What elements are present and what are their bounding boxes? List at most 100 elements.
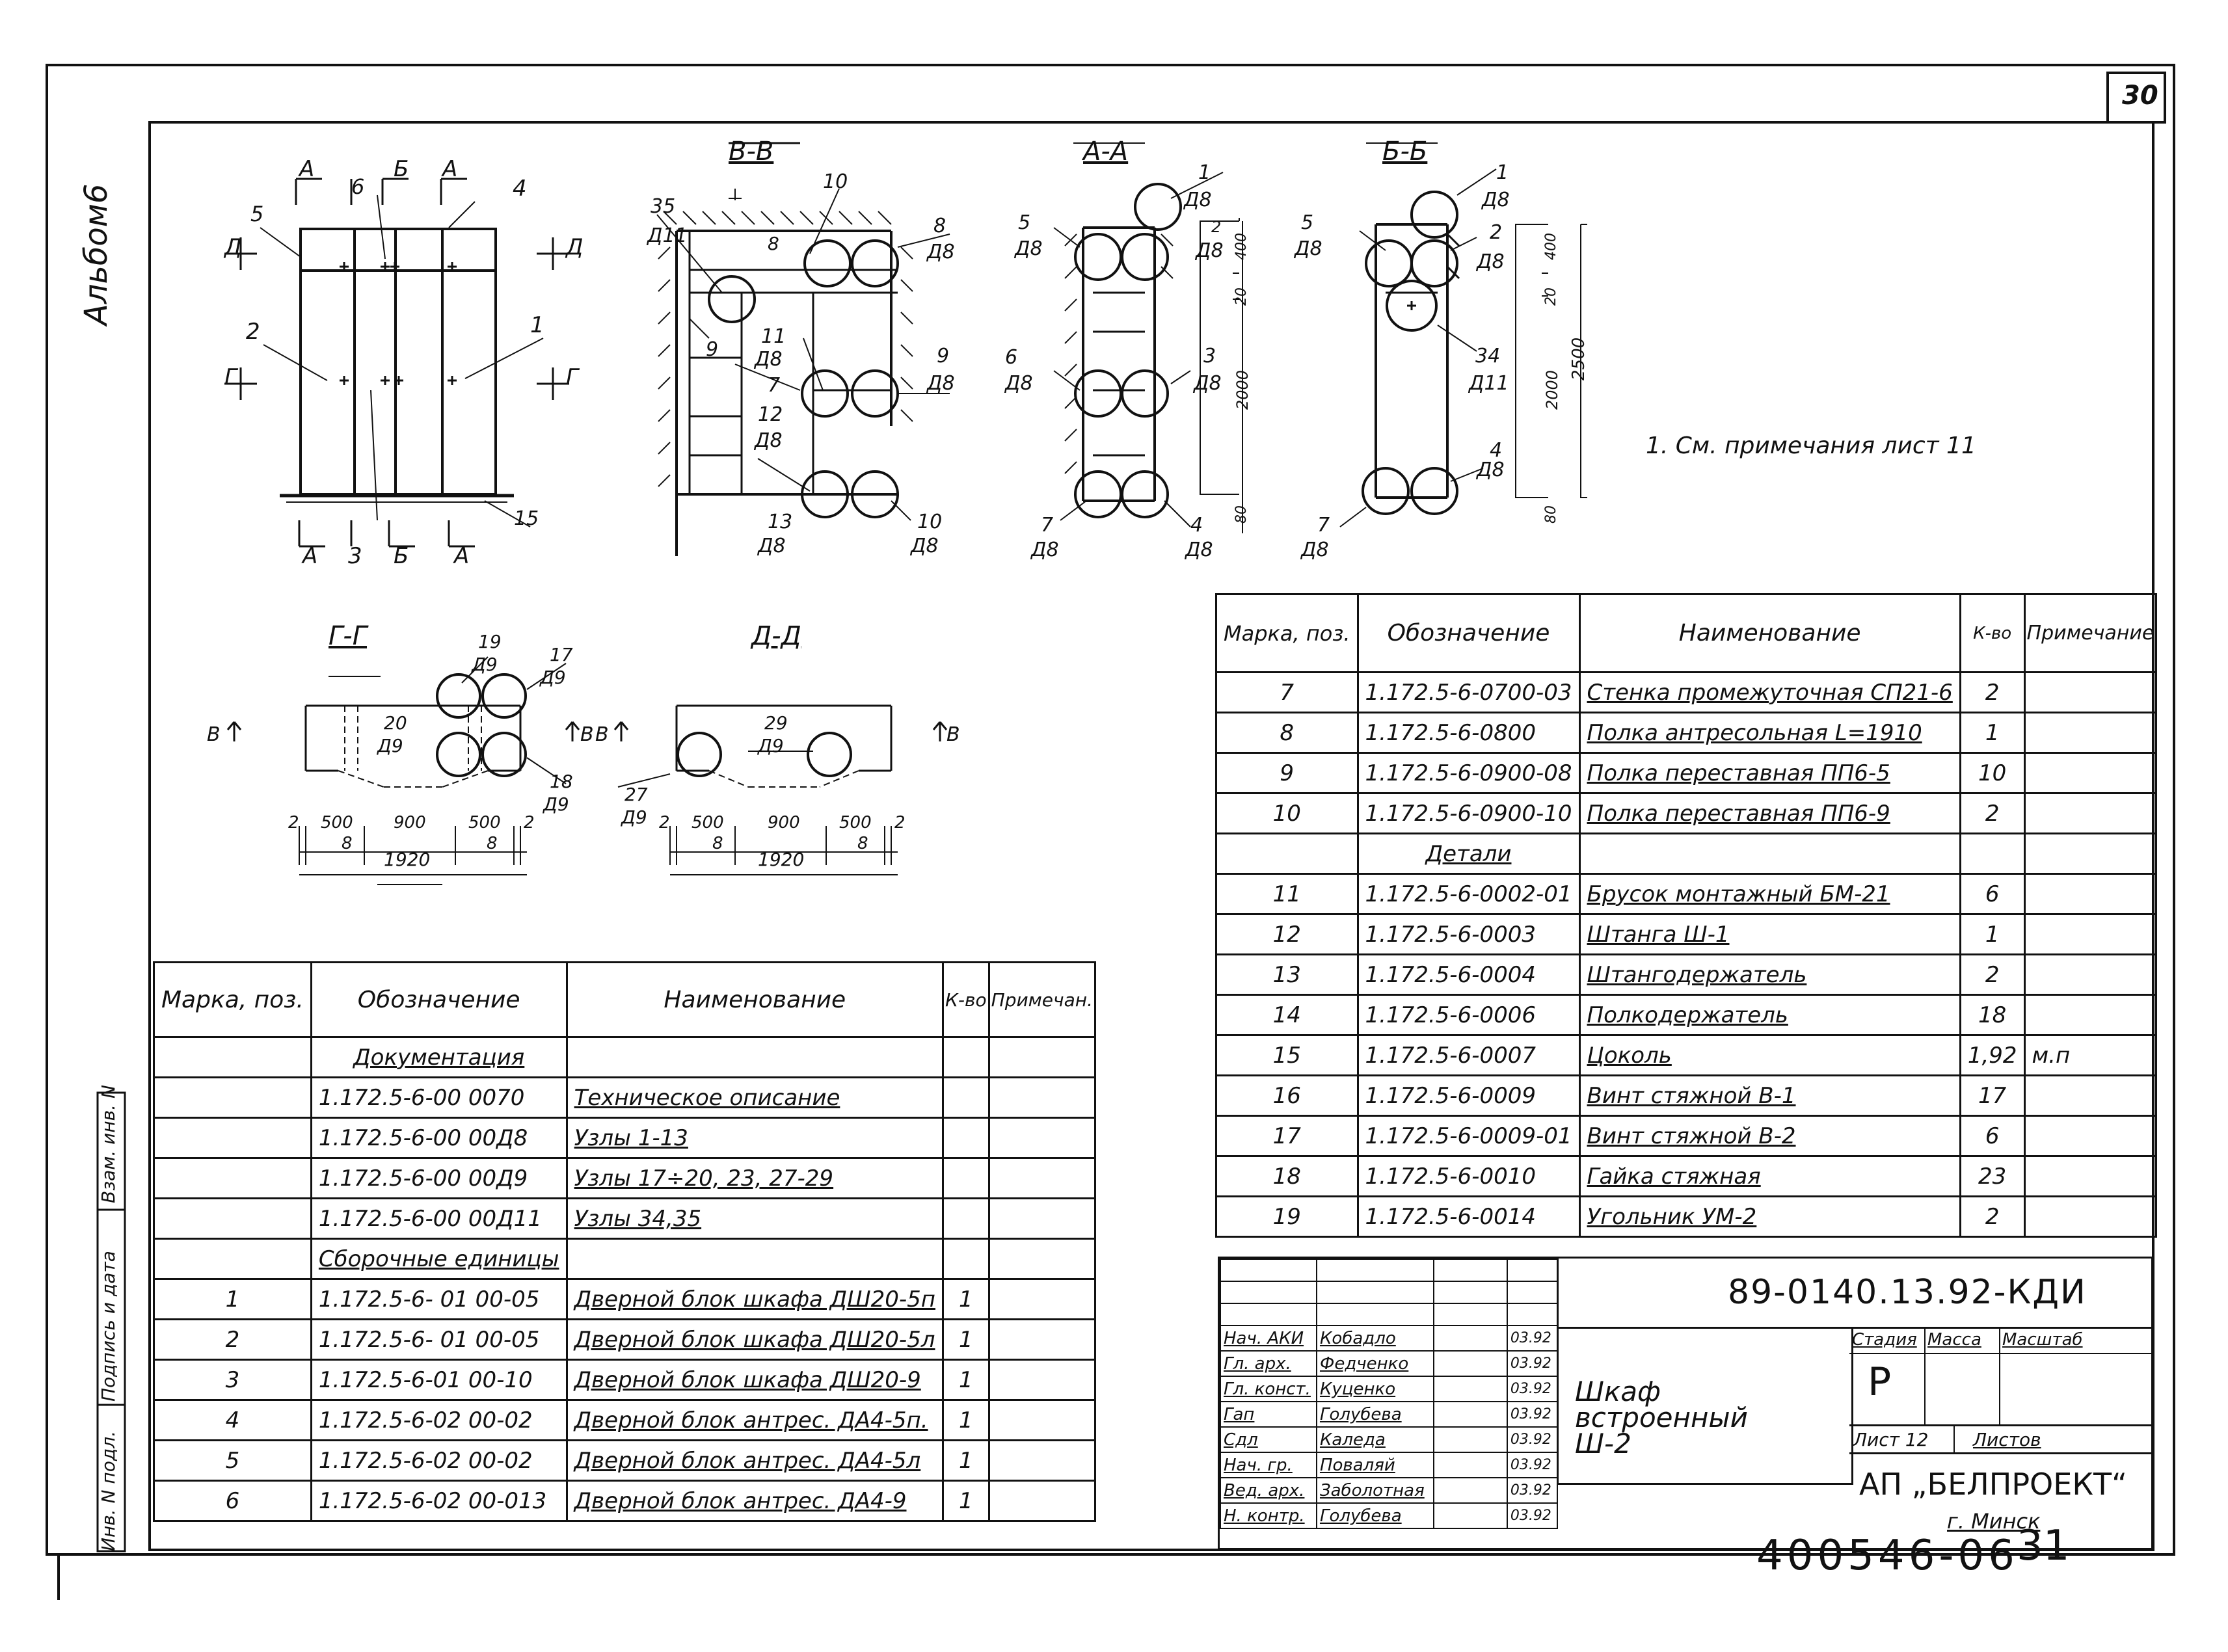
gg-dim-500b: 500 (468, 813, 501, 833)
sig-signature (1432, 1477, 1508, 1504)
album-label: Альбом6 (78, 183, 114, 325)
cell-mark: 3 (153, 1359, 312, 1401)
doc-code-cell: 89-0140.13.92-КДИ (1557, 1259, 2151, 1329)
cell-qty: 1,92 (1959, 1034, 2026, 1076)
sig-role: Нач. гр. (1220, 1452, 1317, 1478)
gg-node-20: Д9 (377, 735, 403, 756)
aa-pos-1: 1 (1198, 161, 1211, 184)
cell-designation: 1.172.5-6-0800 (1356, 712, 1581, 754)
cell-note (2023, 671, 2158, 713)
aa-pos-4: 4 (1190, 514, 1203, 537)
cell-qty (941, 1197, 990, 1240)
front-pos-4: 4 (513, 176, 527, 202)
empty-cell (1578, 833, 1961, 875)
side-label-sign: Подпись и дата (98, 1251, 119, 1402)
table-row: Документация (153, 1036, 1097, 1078)
empty-cell (153, 1238, 312, 1280)
cell-name: Полкодержатель (1578, 994, 1961, 1036)
gg-pos-17: 17 (550, 644, 573, 665)
left-col-mark: Марка, поз. (153, 961, 312, 1038)
empty-cell (941, 1238, 990, 1280)
empty-cell (153, 1036, 312, 1078)
vv-pos-8: 8 (933, 215, 946, 237)
org-name: АП „БЕЛПРОЕКТ“ (1859, 1467, 2127, 1502)
general-note: 1. См. примечания лист 11 (1646, 433, 1976, 459)
sig-role: Сдл (1220, 1426, 1317, 1453)
cell-qty: 2 (1959, 671, 2026, 713)
sig-role: Н. контр. (1220, 1502, 1317, 1529)
cell-note (987, 1480, 1097, 1522)
front-cut-a4: А (454, 543, 470, 569)
bb2-dim-20: 20 (1543, 287, 1559, 306)
sig-role: Гл. арх. (1220, 1350, 1317, 1377)
bb2-dim-2000: 2000 (1543, 369, 1561, 410)
empty-cell (1959, 833, 2026, 875)
empty-cell (1220, 1303, 1317, 1326)
section-aa-title: А-А (1083, 137, 1129, 167)
left-col-designation: Обозначение (310, 961, 568, 1038)
section-bb2-title: Б-Б (1382, 137, 1428, 167)
cell-note (987, 1399, 1097, 1441)
vv-node-9: Д8 (927, 372, 955, 395)
cell-mark: 17 (1215, 1115, 1359, 1157)
vv-dim-8: 8 (768, 233, 779, 254)
org-cell: АП „БЕЛПРОЕКТ“ г. Минск (1849, 1454, 2151, 1548)
cell-designation: 1.172.5-6- 01 00-05 (310, 1318, 568, 1361)
bb2-dim-80: 80 (1543, 505, 1559, 524)
gg-cut-1: В (207, 723, 221, 746)
front-pos-6: 6 (351, 174, 365, 199)
empty-row (1220, 1281, 1559, 1304)
empty-cell (1506, 1281, 1559, 1304)
sig-date: 03.92 (1506, 1426, 1559, 1453)
cell-mark: 2 (153, 1318, 312, 1361)
cell-qty: 2 (1959, 792, 2026, 834)
section-bb2 (1339, 142, 1587, 527)
cell-designation: 1.172.5-6-0009 (1356, 1074, 1581, 1117)
cell-designation: 1.172.5-6-0007 (1356, 1034, 1581, 1076)
gg-dim-2b: 2 (524, 813, 535, 833)
sig-name: Голубева (1315, 1401, 1434, 1428)
cell-name: Полка переставная ПП6-5 (1578, 752, 1961, 794)
aa-node-3: Д8 (1194, 372, 1222, 395)
aa-dim-20: 20 (1233, 287, 1250, 306)
section-dd-title: Д-Д (751, 621, 801, 651)
gg-dim-500a: 500 (321, 813, 353, 833)
mass-label: Масса (1927, 1330, 1981, 1350)
cell-name: Гайка стяжная (1578, 1155, 1961, 1197)
cell-designation: 1.172.5-6-00 00Д11 (310, 1197, 568, 1240)
gg-cut-2: В (580, 723, 594, 746)
cell-note (987, 1076, 1097, 1119)
cell-mark: 9 (1215, 752, 1359, 794)
dd-dim-500a: 500 (691, 813, 724, 833)
cell-qty: 1 (941, 1439, 990, 1482)
left-col-qty: К-во (941, 961, 990, 1038)
stage-value: Р (1868, 1359, 1892, 1405)
gg-dim-900: 900 (394, 813, 426, 833)
cell-designation: 1.172.5-6-0002-01 (1356, 873, 1581, 915)
cell-designation: 1.172.5-6-0006 (1356, 994, 1581, 1036)
front-cut-g1: Г (224, 364, 237, 390)
vv-pos-13: 13 (768, 511, 793, 533)
dd-pos-29: 29 (764, 712, 788, 734)
front-pos-1: 1 (530, 312, 544, 338)
cell-qty: 2 (1959, 953, 2026, 996)
sheet-label: Лист 12 (1853, 1429, 1929, 1450)
front-cut-a3: А (302, 543, 318, 569)
cell-designation: 1.172.5-6-00 0070 (310, 1076, 568, 1119)
cell-qty: 2 (1959, 1195, 2026, 1238)
cell-designation: 1.172.5-6-0900-10 (1356, 792, 1581, 834)
front-cut-b1: Б (394, 156, 409, 182)
left-col-name: Наименование (565, 961, 944, 1038)
sig-date: 03.92 (1506, 1502, 1559, 1529)
aa-pos-3: 3 (1203, 345, 1216, 367)
left-col-note: Примечан. (987, 961, 1097, 1038)
cell-note (2023, 712, 2158, 754)
table-row: Сборочные единицы (153, 1238, 1097, 1280)
